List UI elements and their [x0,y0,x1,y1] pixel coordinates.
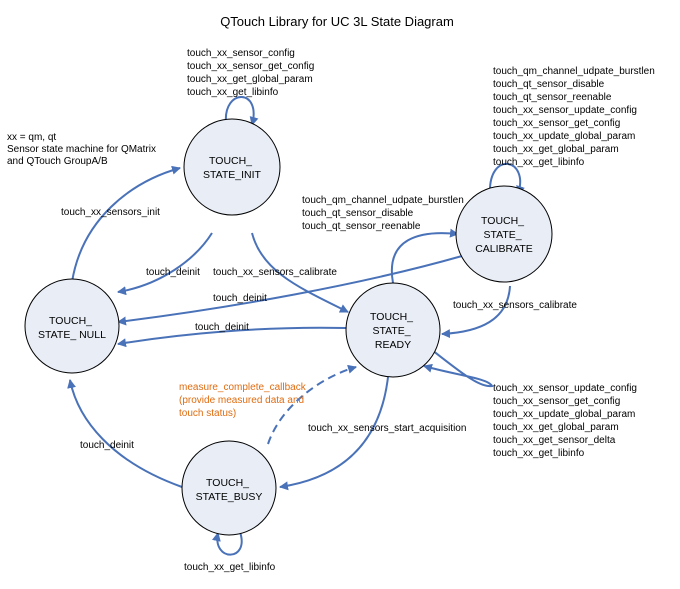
label-init-self: touch_xx_sensor_config touch_xx_sensor_g… [187,48,317,98]
edge-busy-to-null [67,379,183,488]
diagram-title: QTouch Library for UC 3L State Diagram [220,14,454,29]
label-line: touch_xx_sensor_get_config [493,396,620,407]
state-label-line: STATE_INIT [203,169,262,181]
state-label-line: TOUCH_ [481,215,524,227]
label-line: touch status) [179,408,236,419]
state-busy: TOUCH_ STATE_BUSY [181,440,277,536]
note-line: Sensor state machine for QMatrix [7,144,156,155]
state-label: TOUCH_ STATE_INIT [203,155,262,181]
label-line: touch_xx_update_global_param [493,131,635,142]
label-line: touch_xx_sensor_get_config [493,118,620,129]
edge-busy-to-ready-callback [267,364,357,445]
label-line: touch_xx_get_libinfo [493,157,585,168]
state-label-line: TOUCH_ [209,155,252,167]
state-label: TOUCH_ STATE_ READY [370,311,416,351]
label-busy-self: touch_xx_get_libinfo [184,562,276,573]
label-line: touch_qt_sensor_disable [302,208,414,219]
label-calibrate-self: touch_qm_channel_udpate_burstlen touch_q… [493,66,658,168]
state-label-line: READY [375,339,411,351]
label-init-to-ready: touch_xx_sensors_calibrate [213,267,337,278]
edge-init-to-null [117,232,213,296]
edge-null-to-init [71,165,181,283]
edge-calibrate-to-ready [441,285,511,339]
label-line: touch_xx_get_global_param [493,422,619,433]
label-callback: measure_complete_callback (provide measu… [179,382,309,419]
edge-calibrate-to-null [117,255,463,326]
state-label-line: TOUCH_ [206,477,249,489]
state-label: TOUCH_ STATE_BUSY [196,477,263,503]
state-null: TOUCH_ STATE_ NULL [24,278,120,374]
state-label-line: STATE_ [483,229,521,241]
label-line: touch_qt_sensor_reenable [302,221,421,232]
label-sensors-init: touch_xx_sensors_init [61,207,160,218]
edge-ready-self-loop [423,349,494,388]
label-init-deinit: touch_deinit [146,267,200,278]
state-label-line: STATE_BUSY [196,491,263,503]
label-line: touch_xx_get_global_param [187,74,313,85]
state-label-line: TOUCH_ [49,315,92,327]
label-line: touch_xx_sensor_config [187,48,295,59]
note-line: xx = qm, qt [7,132,56,143]
label-line: touch_xx_sensor_update_config [493,105,637,116]
label-line: touch_xx_get_sensor_delta [493,435,616,446]
state-label-line: STATE_ [372,325,410,337]
label-busy-deinit: touch_deinit [80,440,134,451]
label-calibrate-deinit: touch_deinit [213,293,267,304]
state-label-line: CALIBRATE [475,243,533,255]
state-ready: TOUCH_ STATE_ READY [345,282,441,378]
note-text: xx = qm, qt Sensor state machine for QMa… [7,132,159,167]
label-line: touch_qm_channel_udpate_burstlen [493,66,655,77]
state-label-line: TOUCH_ [370,311,413,323]
label-ready-self: touch_xx_sensor_update_config touch_xx_s… [493,383,640,459]
label-line: touch_qt_sensor_disable [493,79,605,90]
label-line: touch_xx_sensor_get_config [187,61,314,72]
label-ready-to-calibrate: touch_qm_channel_udpate_burstlen touch_q… [302,195,467,232]
note-line: and QTouch GroupA/B [7,156,108,167]
state-label: TOUCH_ STATE_ NULL [38,315,106,341]
edge-busy-self-loop [211,531,243,556]
label-line: (provide measured data and [179,395,304,406]
edge-ready-to-calibrate [390,228,459,284]
label-line: touch_xx_get_libinfo [493,448,585,459]
label-start-acquisition: touch_xx_sensors_start_acquisition [308,423,466,434]
edge-calibrate-self-loop [488,163,525,195]
edge-init-self-loop [224,96,259,126]
label-line: touch_qm_channel_udpate_burstlen [302,195,464,206]
state-label: TOUCH_ STATE_ CALIBRATE [475,215,533,255]
label-line: touch_xx_sensor_update_config [493,383,637,394]
label-line: touch_xx_get_global_param [493,144,619,155]
edge-ready-to-null [117,326,347,348]
state-label-line: STATE_ NULL [38,329,106,341]
label-ready-deinit: touch_deinit [195,322,249,333]
edge-init-to-ready [251,232,349,313]
label-line: measure_complete_callback [179,382,307,393]
state-calibrate: TOUCH_ STATE_ CALIBRATE [455,185,553,283]
edge-ready-to-busy [279,376,389,491]
label-line: touch_xx_get_libinfo [187,87,279,98]
label-line: touch_xx_update_global_param [493,409,635,420]
label-calibrate-to-ready: touch_xx_sensors_calibrate [453,300,577,311]
label-line: touch_qt_sensor_reenable [493,92,612,103]
state-init: TOUCH_ STATE_INIT [183,118,281,216]
